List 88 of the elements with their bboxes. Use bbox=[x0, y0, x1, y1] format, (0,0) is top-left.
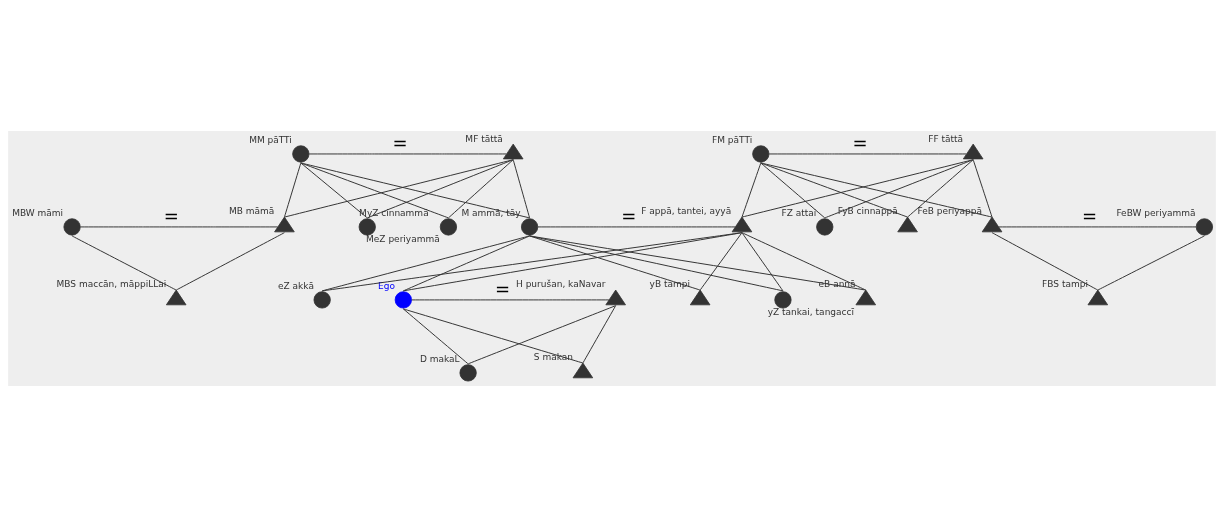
connector bbox=[991, 232, 1099, 291]
node-label: FM pāTTi bbox=[712, 135, 753, 146]
node-triangle bbox=[1087, 289, 1109, 306]
connector bbox=[300, 162, 449, 219]
connector bbox=[175, 232, 285, 291]
node-label: yZ tankai, tangaccī bbox=[767, 307, 854, 318]
connector bbox=[402, 235, 531, 292]
connector bbox=[768, 153, 967, 155]
node-circle bbox=[63, 218, 81, 236]
node-circle bbox=[313, 291, 331, 309]
connector bbox=[741, 232, 784, 292]
node-triangle bbox=[855, 289, 876, 306]
connector bbox=[80, 226, 279, 228]
connector bbox=[907, 159, 974, 218]
node-triangle bbox=[897, 216, 918, 233]
node-label: Ego bbox=[378, 281, 395, 292]
node-circle bbox=[292, 145, 310, 163]
node-triangle bbox=[962, 143, 984, 160]
node-triangle bbox=[731, 216, 753, 233]
node-label: F appā, tantei, ayyā bbox=[641, 206, 732, 217]
edge-label: = bbox=[392, 131, 408, 153]
connector bbox=[741, 162, 762, 218]
connector bbox=[1097, 235, 1205, 291]
connector bbox=[760, 162, 826, 219]
node-label: FF tāttā bbox=[928, 133, 964, 144]
node-label: MB māmā bbox=[228, 206, 275, 217]
edge-label: = bbox=[852, 131, 868, 153]
node-triangle bbox=[572, 362, 594, 379]
node-label: FyB cinnappā bbox=[837, 206, 898, 217]
connector bbox=[447, 159, 514, 219]
node-circle bbox=[816, 218, 834, 236]
node-circle bbox=[1195, 218, 1213, 236]
connector bbox=[824, 159, 974, 219]
connector bbox=[529, 235, 784, 292]
node-label: FBS tampi bbox=[1042, 279, 1088, 290]
node-label: FeBW periyammā bbox=[1116, 208, 1196, 219]
node-label: MBW māmi bbox=[12, 208, 64, 219]
connector bbox=[537, 226, 736, 228]
node-label: MBS maccān, māppiLLai bbox=[56, 279, 167, 290]
node-circle bbox=[774, 291, 792, 309]
connector bbox=[402, 308, 469, 365]
node-circle bbox=[459, 364, 477, 382]
connector bbox=[760, 162, 909, 218]
node-triangle bbox=[689, 289, 711, 306]
connector bbox=[402, 232, 743, 292]
node-circle bbox=[521, 218, 539, 236]
connector bbox=[467, 305, 617, 365]
edge-label: = bbox=[494, 277, 511, 299]
connector bbox=[760, 162, 993, 218]
node-label: MM pāTTi bbox=[249, 135, 292, 146]
connector bbox=[321, 232, 743, 292]
connector bbox=[998, 226, 1197, 228]
connector bbox=[283, 159, 514, 218]
node-label: FZ attai bbox=[781, 208, 817, 219]
node-label: MyZ cinnammā bbox=[359, 208, 429, 219]
edge-label: = bbox=[163, 204, 179, 226]
node-circle bbox=[358, 218, 376, 236]
node-label: MF tāttā bbox=[465, 133, 503, 144]
connector bbox=[699, 232, 743, 291]
connector bbox=[308, 153, 507, 155]
node-triangle bbox=[981, 216, 1003, 233]
node-triangle bbox=[165, 289, 187, 306]
connector bbox=[529, 235, 867, 291]
node-label: H purušan, kaNavar bbox=[516, 279, 606, 290]
connector bbox=[402, 308, 584, 364]
edge-label: = bbox=[621, 204, 637, 226]
connector bbox=[300, 162, 368, 219]
connector bbox=[411, 299, 610, 301]
node-label: eZ akkā bbox=[277, 281, 314, 292]
node-triangle bbox=[274, 216, 295, 233]
node-triangle bbox=[502, 143, 524, 160]
connector bbox=[71, 235, 177, 291]
connector bbox=[972, 159, 993, 218]
connector bbox=[300, 162, 531, 219]
node-circle bbox=[394, 291, 412, 309]
node-label: MeZ periyammā bbox=[366, 234, 440, 245]
connector bbox=[283, 162, 302, 218]
connector bbox=[512, 159, 531, 219]
connector bbox=[529, 235, 701, 291]
connector bbox=[741, 159, 974, 218]
node-triangle bbox=[605, 289, 626, 306]
connector bbox=[366, 159, 514, 219]
node-label: D makaL bbox=[419, 354, 460, 365]
node-circle bbox=[752, 145, 770, 163]
node-circle bbox=[439, 218, 458, 236]
edge-label: = bbox=[1082, 204, 1098, 226]
connector bbox=[582, 305, 617, 364]
connector bbox=[741, 232, 867, 291]
